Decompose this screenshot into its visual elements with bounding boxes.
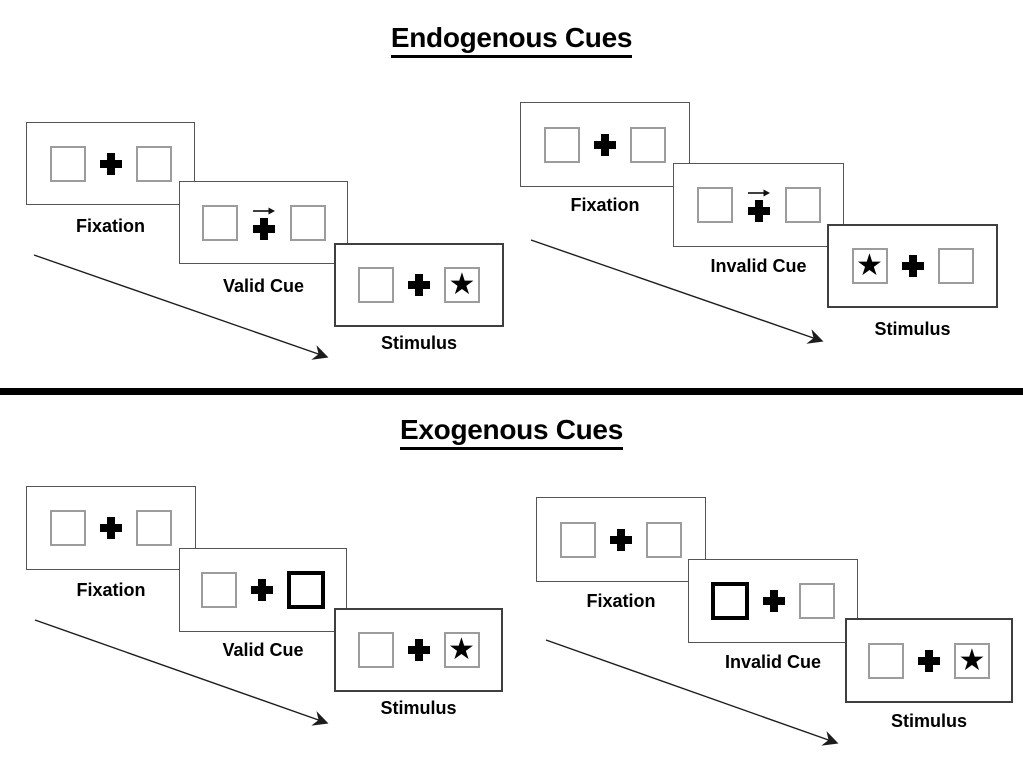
frame-label: Stimulus [380, 698, 457, 718]
left-box [696, 187, 733, 223]
star-icon: ★ [856, 248, 883, 283]
right-box: ★ [444, 267, 480, 303]
section-title-exogenous: Exogenous Cues [0, 414, 1023, 450]
fixation-cross-icon [408, 274, 430, 296]
valid-cue-panel [179, 181, 348, 264]
frame-label: Valid Cue [222, 640, 304, 660]
right-box [799, 583, 835, 619]
section-title-endogenous: Endogenous Cues [0, 22, 1023, 58]
left-box [358, 267, 394, 303]
fixation-panel [520, 102, 690, 187]
fixation-cross-icon [100, 517, 122, 539]
fixation-cross-icon [252, 217, 275, 240]
time-arrow-exo-valid [34, 619, 329, 726]
frame-label: Invalid Cue [724, 652, 822, 672]
fixation-cross-icon [99, 152, 122, 175]
fixation-cross-icon [251, 579, 273, 601]
left-box: ★ [851, 248, 888, 284]
invalid-cue-panel [688, 559, 858, 643]
star-icon: ★ [958, 642, 986, 678]
fixation-panel [26, 122, 195, 205]
right-box [784, 187, 821, 223]
star-icon: ★ [448, 267, 476, 302]
star-icon: ★ [448, 632, 475, 667]
stimulus-panel: ★ [334, 243, 504, 327]
right-box [937, 248, 974, 284]
stimulus-panel: ★ [845, 618, 1013, 703]
frame-label: Valid Cue [222, 276, 305, 296]
invalid-cue-panel [673, 163, 844, 247]
right-box [289, 204, 326, 241]
frame-label: Invalid Cue [710, 256, 807, 276]
left-box [50, 510, 86, 546]
fixation-cross-icon [763, 590, 785, 612]
left-box [49, 145, 86, 182]
right-box [136, 510, 172, 546]
left-box [201, 204, 238, 241]
valid-cue-panel [179, 548, 347, 632]
time-arrow-exo-invalid [545, 639, 839, 746]
right-box [646, 521, 682, 558]
fixation-cross-icon [918, 649, 940, 672]
fixation-cross-icon [901, 255, 924, 277]
right-box: ★ [954, 642, 990, 679]
section-title-text: Endogenous Cues [390, 22, 632, 58]
left-box [560, 521, 596, 558]
stimulus-panel: ★ [334, 608, 503, 692]
left-box [357, 632, 394, 668]
fixation-panel [26, 486, 196, 570]
frame-label: Stimulus [890, 711, 967, 731]
section-title-text: Exogenous Cues [400, 414, 623, 450]
frame-label: Fixation [586, 591, 656, 611]
cue-box [711, 582, 749, 620]
stimulus-panel: ★ [827, 224, 998, 308]
right-box [135, 145, 172, 182]
frame-label: Stimulus [874, 319, 951, 339]
cue-box [287, 571, 325, 609]
right-box: ★ [443, 632, 480, 668]
left-box [868, 642, 904, 679]
time-arrow-endo-invalid [530, 239, 824, 344]
cue-arrow-icon [747, 189, 770, 197]
frame-label: Fixation [76, 580, 146, 600]
frame-label: Fixation [570, 195, 640, 215]
left-box [201, 572, 237, 608]
fixation-cross-icon [747, 200, 770, 222]
cue-arrow-icon [252, 207, 275, 214]
fixation-cross-icon [407, 639, 430, 661]
time-arrow-endo-valid [33, 254, 329, 360]
fixation-panel [536, 497, 706, 582]
fixation-cross-icon [610, 528, 632, 551]
frame-label: Fixation [75, 216, 145, 236]
left-box [544, 126, 580, 163]
right-box [630, 126, 666, 163]
section-divider [0, 388, 1023, 395]
fixation-cross-icon [594, 133, 616, 156]
frame-label: Stimulus [380, 333, 457, 353]
